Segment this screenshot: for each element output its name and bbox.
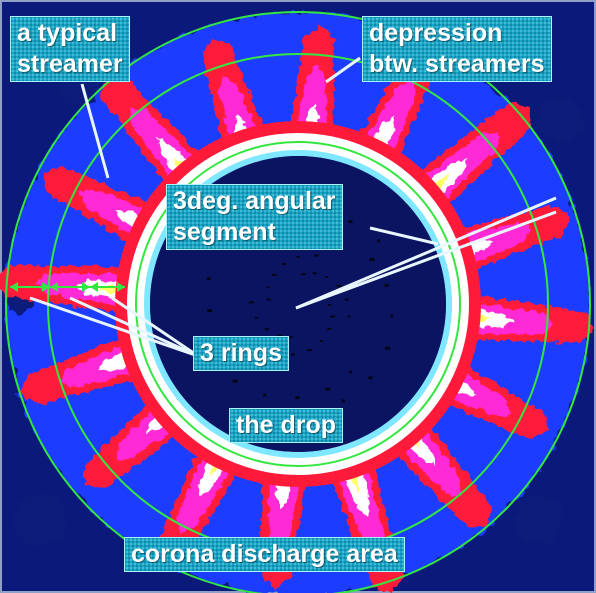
drop-speckle xyxy=(249,301,255,304)
corona-gap xyxy=(538,98,582,142)
ring xyxy=(135,141,461,467)
drop-speckle xyxy=(277,334,283,337)
label-typical-streamer: a typical streamer xyxy=(10,16,130,82)
label-corona-discharge-area: corona discharge area xyxy=(124,537,405,572)
arrow-head xyxy=(117,282,125,292)
drop-speckle xyxy=(295,396,300,399)
label-depression-btw-streamers: depression btw. streamers xyxy=(362,16,552,82)
drop-speckle xyxy=(282,263,286,265)
drop-speckle xyxy=(328,304,331,306)
pointer-lines xyxy=(29,56,557,358)
drop-speckle xyxy=(384,283,389,287)
drop-speckle xyxy=(312,272,317,275)
drop-speckle xyxy=(314,254,319,257)
label-line: 3deg. angular xyxy=(173,187,336,215)
drop-speckle xyxy=(349,370,353,374)
label-line: streamer xyxy=(17,50,123,78)
drop-speckle xyxy=(266,298,271,301)
pointer-typical-streamer xyxy=(80,83,110,179)
drop-speckle xyxy=(254,316,258,319)
drop-speckle xyxy=(206,277,211,281)
drop-speckle xyxy=(271,273,277,276)
drop-speckle xyxy=(207,309,213,313)
drop-speckle xyxy=(232,379,238,383)
pointer-angular-segment-label xyxy=(369,226,439,246)
drop-speckle xyxy=(296,256,300,258)
pointer-angular-segment xyxy=(295,196,557,310)
drop-speckle xyxy=(341,399,345,403)
label-line: a typical xyxy=(17,19,118,47)
pointer-angular-segment xyxy=(295,210,557,310)
drop-speckle xyxy=(307,349,313,352)
label-the-drop: the drop xyxy=(229,408,343,443)
pointer-depression xyxy=(325,56,361,84)
drop-speckle xyxy=(348,220,353,223)
drop-speckle xyxy=(325,387,331,391)
arrow-head xyxy=(50,282,58,292)
pointer-rings xyxy=(69,296,199,358)
arrow-head xyxy=(10,282,18,292)
label-line: btw. streamers xyxy=(369,50,545,78)
drop-speckle xyxy=(330,315,335,318)
drop-speckle xyxy=(368,376,373,380)
ring xyxy=(5,11,591,593)
arrow-head xyxy=(42,282,50,292)
label-3-rings: 3 rings xyxy=(193,336,289,371)
drop-speckle xyxy=(336,285,342,287)
drop-speckle xyxy=(266,286,270,289)
drop-halo-white xyxy=(127,133,469,475)
drop-speckle xyxy=(369,258,375,261)
pointer-rings xyxy=(29,296,199,358)
pointer-rings xyxy=(111,296,199,358)
arrow-head xyxy=(90,282,98,292)
label-line: depression xyxy=(369,19,503,47)
drop-speckle xyxy=(347,315,351,318)
drop-speckle xyxy=(263,393,267,397)
drop-speckle xyxy=(291,353,295,356)
arrow-head xyxy=(82,282,90,292)
drop-speckle xyxy=(327,328,332,330)
drop-speckle xyxy=(319,339,323,342)
drop-speckle xyxy=(344,298,349,301)
corona-gap xyxy=(14,494,66,546)
drop-speckle xyxy=(385,346,391,350)
drop-halo-cyan xyxy=(144,150,452,458)
label-angular-segment: 3deg. angular segment xyxy=(166,184,343,250)
label-line: segment xyxy=(173,218,276,246)
corona-gap xyxy=(516,496,564,544)
drop-speckle xyxy=(325,276,329,278)
drop-speckle xyxy=(289,335,293,338)
drop-speckle xyxy=(390,314,394,318)
drop-speckle xyxy=(264,328,269,331)
drop-speckle xyxy=(376,239,380,243)
drop-speckle xyxy=(300,273,306,276)
